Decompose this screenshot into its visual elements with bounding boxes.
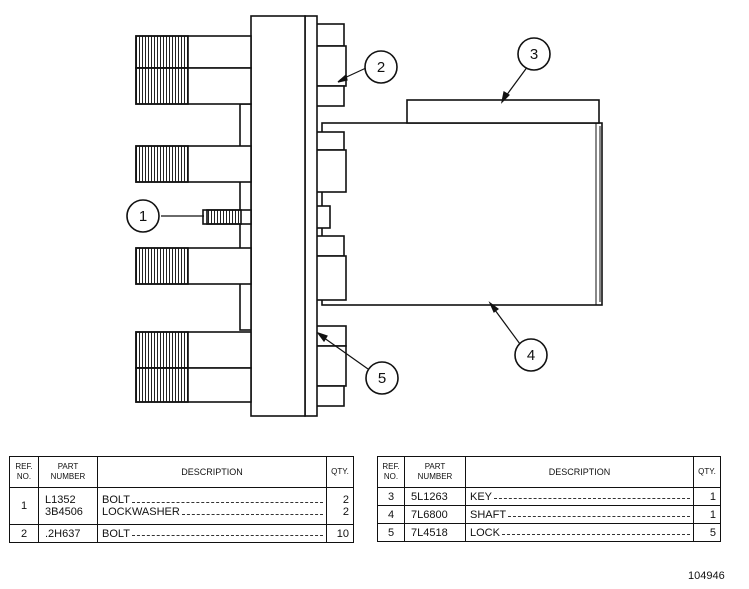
callout-label-1: 1 (139, 208, 147, 225)
part-number-cell: 5L1263 (404, 487, 466, 506)
callout-3 (517, 37, 551, 71)
callout-label-2: 2 (377, 59, 385, 76)
description: LOCK (470, 526, 500, 539)
col-desc-header: DESCRIPTION (465, 456, 694, 488)
exploded-parts-drawing: 1 2 3 4 5 (126, 15, 603, 417)
table-header-row: REF. NO. PART NUMBER DESCRIPTION QTY. (9, 456, 354, 488)
table-row: 1 L1352 3B4506 BOLT LOCKWASHER 2 2 (9, 487, 354, 525)
description: SHAFT (470, 508, 507, 521)
shaft (321, 122, 603, 306)
ref-cell: 4 (377, 505, 405, 524)
description: LOCKWASHER (102, 506, 180, 518)
col-part-header: PART NUMBER (38, 456, 98, 488)
callout-label-4: 4 (527, 347, 535, 364)
leader-lines (161, 65, 529, 370)
description-cell: SHAFT (465, 505, 694, 524)
ref-cell: 1 (9, 487, 39, 525)
callout-2 (364, 50, 398, 84)
col-desc-header: DESCRIPTION (97, 456, 327, 488)
col-part-header: PART NUMBER (404, 456, 466, 488)
drawing-number: 104946 (688, 570, 725, 582)
description-cell: KEY (465, 487, 694, 506)
small-bolt (202, 209, 252, 225)
part-number-cell: 7L4518 (404, 523, 466, 542)
description: KEY (470, 490, 493, 503)
bolt-heads (311, 23, 347, 407)
qty-cell: 1 (693, 505, 721, 524)
col-ref-header: REF. NO. (377, 456, 405, 488)
table-row: 2 .2H637 BOLT 10 (9, 524, 354, 543)
col-qty-header: QTY. (693, 456, 721, 488)
callout-label-5: 5 (378, 370, 386, 387)
flange-plate (250, 15, 306, 417)
callout-1 (126, 199, 160, 233)
parts-table-left: REF. NO. PART NUMBER DESCRIPTION QTY. 1 … (9, 456, 354, 543)
description: BOLT (102, 527, 130, 540)
callout-5 (365, 361, 399, 395)
part-number: 3B4506 (45, 506, 83, 518)
parts-table-right: REF. NO. PART NUMBER DESCRIPTION QTY. 3 … (377, 456, 721, 542)
description-cell: LOCK (465, 523, 694, 542)
qty-cell: 2 2 (326, 487, 354, 525)
part-number-cell: 7L6800 (404, 505, 466, 524)
table-row: 5 7L4518 LOCK 5 (377, 523, 721, 542)
qty-cell: 10 (326, 524, 354, 543)
table-header-row: REF. NO. PART NUMBER DESCRIPTION QTY. (377, 456, 721, 488)
qty: 2 (342, 506, 349, 518)
qty-cell: 1 (693, 487, 721, 506)
col-qty-header: QTY. (326, 456, 354, 488)
description-cell: BOLT LOCKWASHER (97, 487, 327, 525)
qty-cell: 5 (693, 523, 721, 542)
lock-plate (304, 15, 318, 417)
part-number-cell: L1352 3B4506 (38, 487, 98, 525)
ref-cell: 5 (377, 523, 405, 542)
ref-cell: 3 (377, 487, 405, 506)
description: BOLT (102, 494, 130, 506)
qty: 2 (342, 494, 349, 506)
part-number: L1352 (45, 494, 76, 506)
col-ref-header: REF. NO. (9, 456, 39, 488)
table-row: 3 5L1263 KEY 1 (377, 487, 721, 506)
key (406, 99, 600, 124)
studs (135, 35, 252, 403)
description-cell: BOLT (97, 524, 327, 543)
part-number-cell: .2H637 (38, 524, 98, 543)
ref-cell: 2 (9, 524, 39, 543)
callout-4 (514, 338, 548, 372)
callout-label-3: 3 (530, 46, 538, 63)
table-row: 4 7L6800 SHAFT 1 (377, 505, 721, 524)
